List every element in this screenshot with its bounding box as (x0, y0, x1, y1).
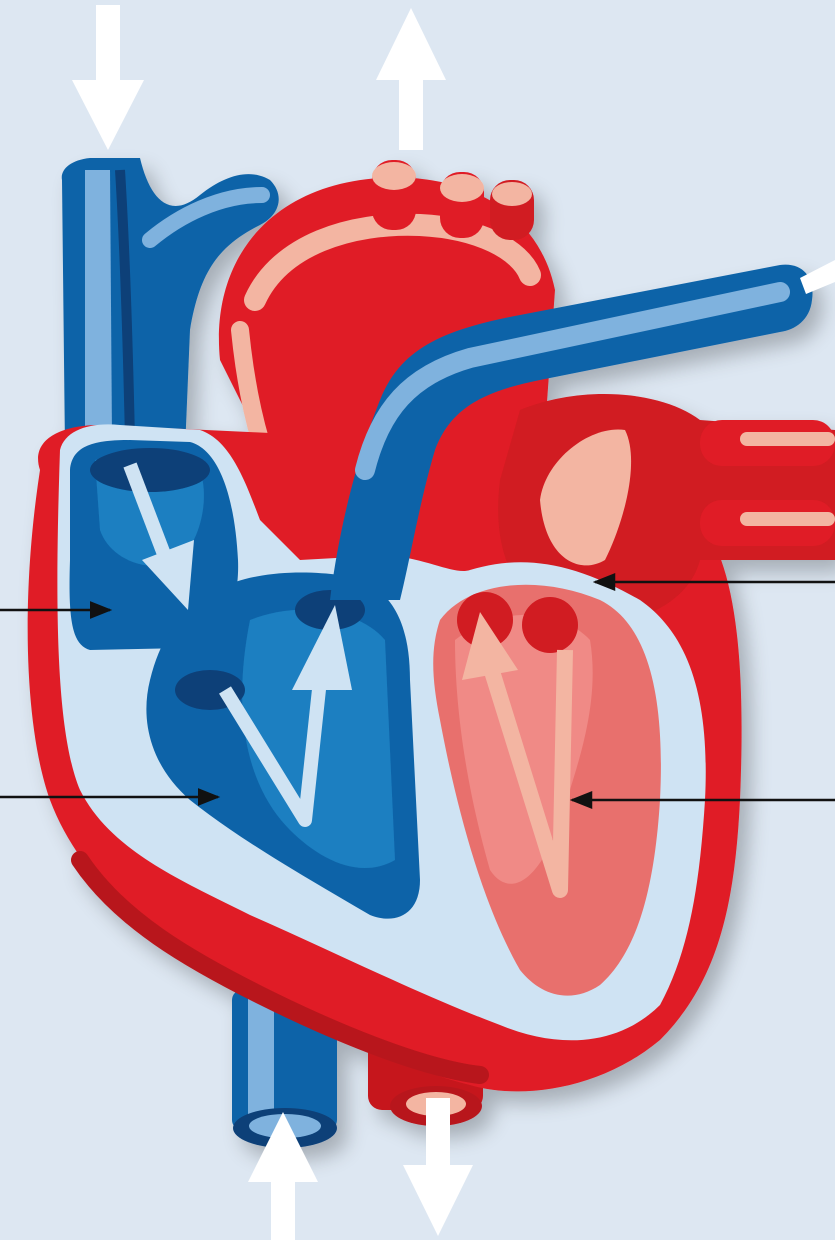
heart-diagram (0, 0, 835, 1240)
heart-illustration (0, 0, 835, 1240)
